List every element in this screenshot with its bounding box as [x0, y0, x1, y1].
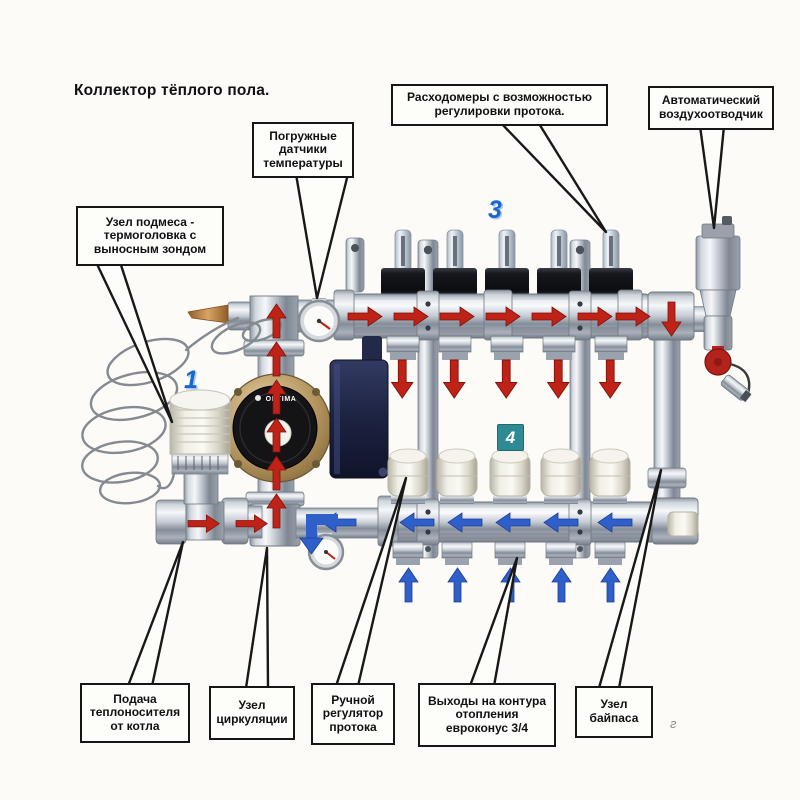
flow-meter [433, 229, 477, 296]
flow-meter [381, 229, 425, 296]
marker-mixing-unit-number: 1 [184, 366, 198, 394]
callout-manual-flow-regulator-text: Ручной регулятор протока [322, 692, 384, 734]
marker-return-manifold-number: 4 [497, 424, 524, 451]
watermark-letter: г [670, 716, 677, 731]
return-valve-caps [387, 448, 631, 504]
callout-heating-outputs: Выходы на контура отопления евроконус 3/… [418, 683, 556, 747]
pointer-mixing-unit [94, 260, 174, 424]
boiler-supply-line [155, 497, 263, 545]
drain-valve-red-handle [704, 346, 752, 403]
thermostatic-head [169, 389, 231, 505]
marker-supply-manifold-number: 3 [488, 196, 502, 224]
callout-mixing-unit: Узел подмеса - термоголовка с выносным з… [76, 206, 224, 266]
callout-flow-meters-text: Расходомеры с возможностью регулировки п… [407, 90, 592, 118]
return-elbow-arrow [299, 514, 338, 555]
pointer-heating-outputs [468, 556, 519, 688]
callout-circulation-unit: Узел циркуляции [209, 686, 295, 740]
air-vent [692, 216, 752, 403]
callout-bypass-unit-text: Узел байпаса [589, 697, 639, 725]
return-outputs [392, 541, 626, 565]
bypass-pipe [647, 335, 687, 507]
flow-meter [485, 229, 529, 296]
callout-air-vent: Автоматический воздухоотводчик [648, 86, 774, 130]
callout-heating-outputs-text: Выходы на контура отопления евроконус 3/… [427, 693, 547, 735]
callout-immersion-sensors: Погружные датчики температуры [252, 122, 354, 178]
page-title: Коллектор тёплого пола. [74, 82, 270, 99]
callout-pointers [94, 120, 726, 690]
callout-air-vent-text: Автоматический воздухоотводчик [659, 93, 763, 121]
callout-mixing-unit-text: Узел подмеса - термоголовка с выносным з… [93, 214, 207, 256]
callout-flow-meters: Расходомеры с возможностью регулировки п… [391, 84, 608, 126]
pointer-boiler-supply [126, 540, 185, 688]
pointer-immersion-sensors [294, 172, 350, 300]
flow-meter [589, 229, 633, 296]
pointer-air-vent [698, 124, 726, 230]
supply-thermometer [297, 298, 341, 343]
pointer-circulation-unit [244, 546, 270, 690]
callout-circulation-unit-text: Узел циркуляции [216, 698, 288, 726]
flow-meter [537, 229, 581, 296]
callout-manual-flow-regulator: Ручной регулятор протока [311, 683, 395, 745]
callout-boiler-supply: Подача теплоносителя от котла [80, 683, 190, 743]
supply-outputs [386, 335, 628, 360]
callout-boiler-supply-text: Подача теплоносителя от котла [89, 691, 181, 733]
return-flow-arrows [299, 512, 633, 603]
flow-meters [381, 229, 633, 296]
callout-bypass-unit: Узел байпаса [575, 686, 653, 738]
end-plug [667, 511, 699, 537]
pointer-flow-meters [498, 120, 608, 234]
callout-immersion-sensors-text: Погружные датчики температуры [263, 128, 343, 170]
pump-brand-label: OPTIMA [266, 396, 297, 403]
pump-terminal-box [329, 336, 389, 479]
